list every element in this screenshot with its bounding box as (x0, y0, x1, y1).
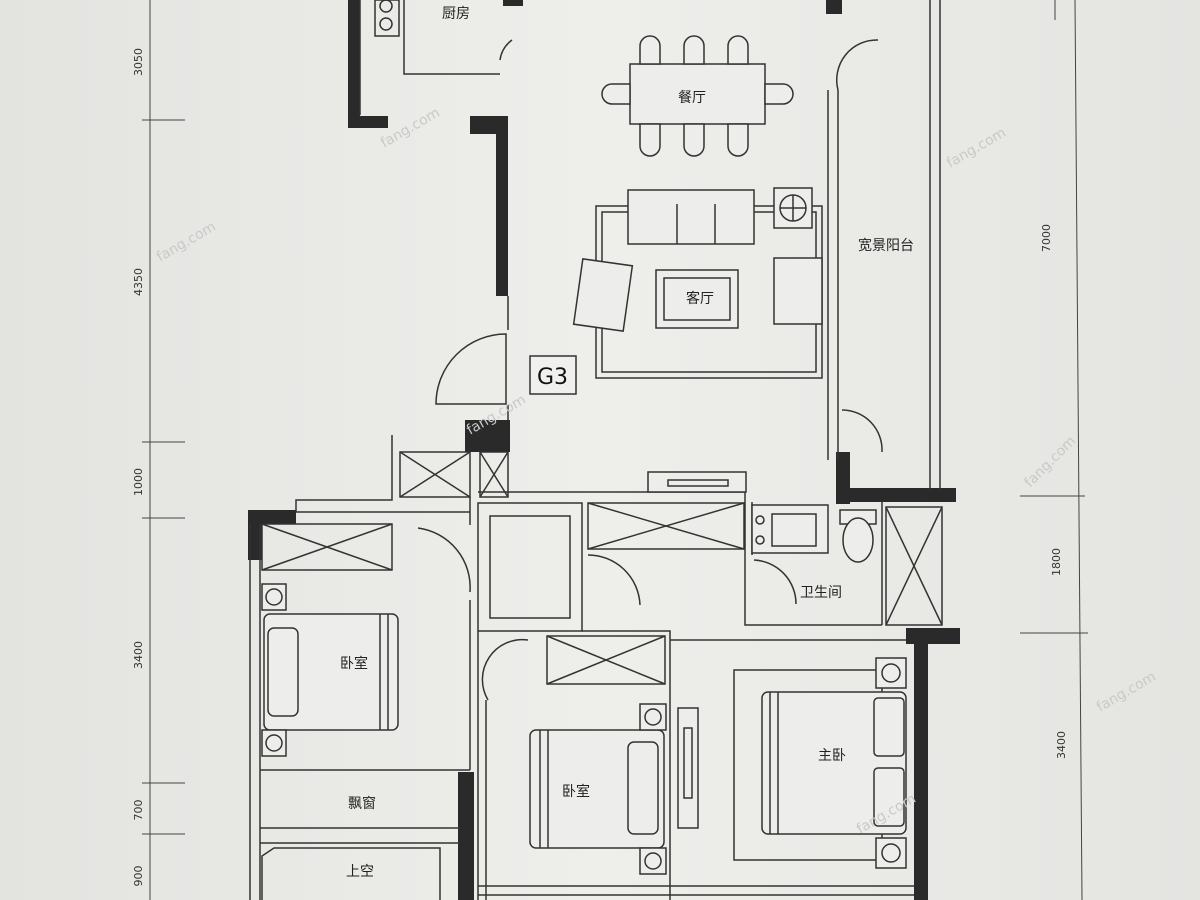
label-kitchen: 厨房 (442, 6, 470, 22)
label-bedroom-mid: 卧室 (562, 783, 590, 800)
label-void: 上空 (346, 864, 374, 880)
dim-right-2: 1800 (1050, 548, 1063, 576)
right-dimension-line (1020, 0, 1088, 900)
structural-walls (248, 0, 960, 900)
label-bedroom-left: 卧室 (340, 655, 368, 672)
doors (417, 39, 883, 701)
unit-label: G3 (537, 365, 568, 390)
dim-left-5: 700 (132, 800, 145, 821)
dim-left-2: 4350 (132, 268, 145, 296)
stove-icon (379, 0, 393, 31)
dim-left-1: 3050 (132, 48, 145, 76)
dim-left-3: 1000 (132, 468, 145, 496)
closets (261, 451, 943, 685)
tv-cabinet (647, 471, 747, 493)
dining-table (601, 35, 794, 157)
label-master-bedroom: 主卧 (818, 748, 846, 764)
bed-mid-bedroom (529, 703, 699, 875)
void-area (261, 847, 441, 900)
unit-label-box (529, 355, 577, 395)
bathroom-fixtures (751, 504, 877, 563)
label-dining: 餐厅 (678, 90, 706, 106)
dim-left-6: 900 (132, 866, 145, 887)
label-living: 客厅 (686, 290, 714, 307)
bed-master (733, 657, 907, 869)
label-bathroom: 卫生间 (800, 585, 842, 601)
tv-icon (667, 479, 729, 487)
left-dimension-line (142, 0, 185, 900)
dim-right-1: 7000 (1040, 224, 1053, 252)
dim-right-3: 3400 (1055, 731, 1068, 759)
label-balcony: 宽景阳台 (858, 237, 914, 254)
bed-left-bedroom (261, 583, 399, 757)
label-bay-window: 飘窗 (348, 795, 376, 812)
dim-left-4: 3400 (132, 641, 145, 669)
living-room-set (572, 187, 823, 379)
room-outlines (249, 0, 941, 900)
